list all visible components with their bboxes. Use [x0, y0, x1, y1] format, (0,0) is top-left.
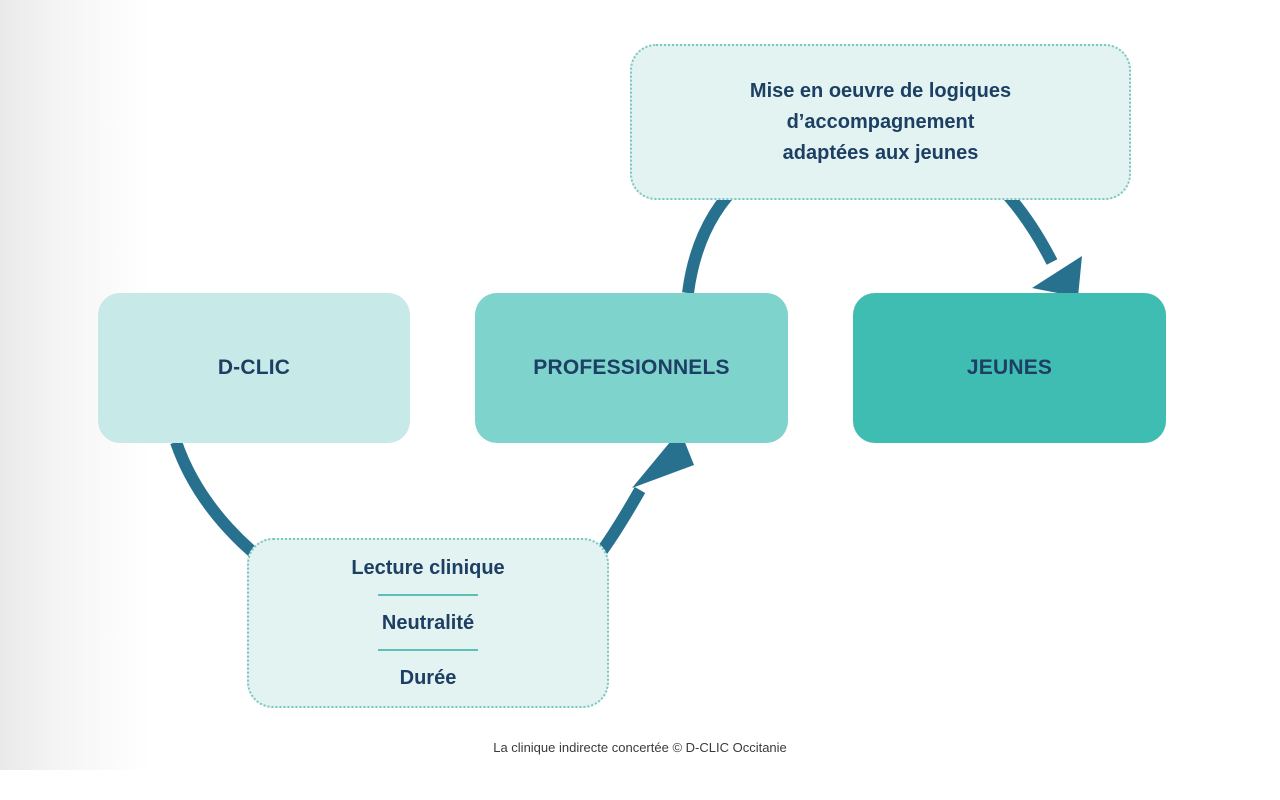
- arrowhead-to-professionnels-icon: [632, 430, 694, 488]
- node-jeunes-label: JEUNES: [966, 356, 1053, 379]
- principle-neutralite: Neutralité: [381, 612, 475, 634]
- node-professionnels: PROFESSIONNELS: [475, 293, 788, 443]
- figure-caption: La clinique indirecte concertée © D-CLIC…: [493, 740, 787, 755]
- principle-lecture-clinique: Lecture clinique: [351, 557, 505, 579]
- callout-accompagnement: Mise en oeuvre de logiques d’accompagnem…: [630, 44, 1131, 200]
- node-jeunes: JEUNES: [853, 293, 1166, 443]
- node-professionnels-label: PROFESSIONNELS: [533, 356, 730, 379]
- arrowhead-to-jeunes-icon: [1032, 256, 1082, 297]
- callout-principles: Lecture clinique Neutralité Durée: [247, 538, 609, 708]
- callout-top-line-1: Mise en oeuvre de logiques: [749, 79, 1012, 102]
- principle-divider: [378, 594, 478, 596]
- node-dclic-label: D-CLIC: [217, 356, 291, 379]
- principle-duree: Durée: [399, 667, 457, 689]
- node-dclic: D-CLIC: [98, 293, 410, 443]
- principle-divider: [378, 649, 478, 651]
- bottom-margin: [0, 770, 1280, 800]
- callout-top-line-2: d’accompagnement: [786, 110, 975, 133]
- callout-top-line-3: adaptées aux jeunes: [782, 141, 979, 164]
